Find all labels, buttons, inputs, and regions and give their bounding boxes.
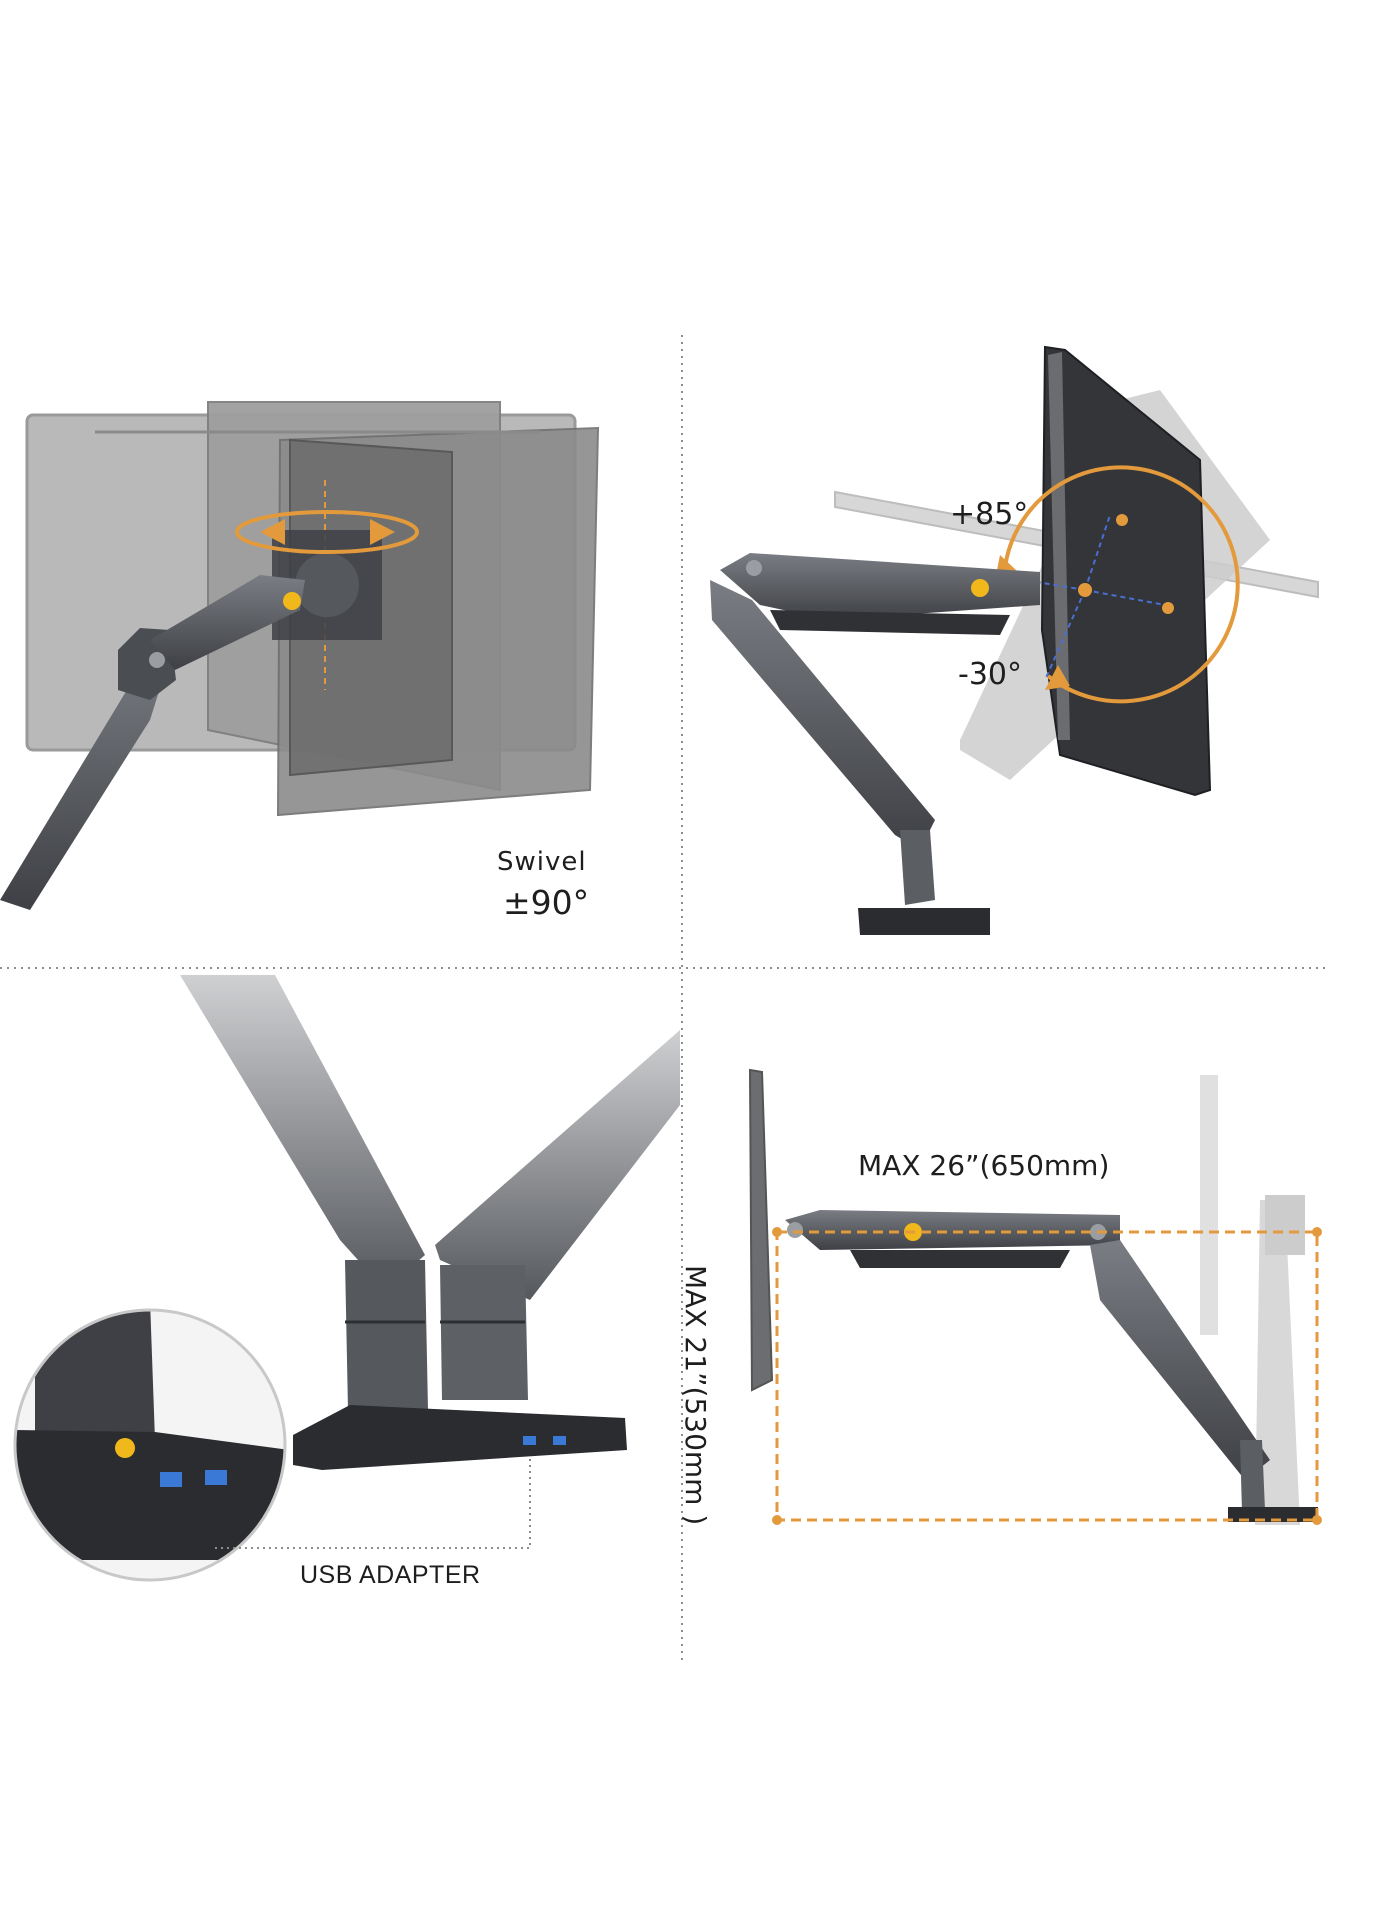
faded-arm-right <box>435 1030 680 1300</box>
range-dimension-box <box>775 1230 1319 1522</box>
usb-port-icon <box>160 1472 182 1487</box>
max-reach-label: MAX 26”(650mm) <box>858 1149 1110 1182</box>
brand-logo-icon <box>283 592 301 610</box>
usb-port-icon <box>205 1470 227 1485</box>
brand-logo-icon <box>115 1438 135 1458</box>
monitor-side <box>748 1068 774 1392</box>
usb-port-icon <box>523 1436 536 1445</box>
tilt-down-angle: -30° <box>958 657 1022 692</box>
rotation-arrow-icon <box>260 519 285 545</box>
swivel-panel <box>0 401 600 910</box>
monitor-arm <box>785 1210 1120 1250</box>
brand-logo-icon <box>971 579 989 597</box>
tilt-panel <box>710 345 1319 935</box>
rotation-arrow-icon <box>1045 665 1070 690</box>
tilt-up-angle: +85° <box>950 497 1029 532</box>
usb-adapter-label: USB ADAPTER <box>300 1561 481 1589</box>
desk-base <box>1228 1507 1318 1522</box>
desk-base <box>858 908 990 935</box>
monitor-arm <box>0 640 175 910</box>
usb-panel <box>13 975 680 1582</box>
usb-port-icon <box>553 1436 566 1445</box>
rotation-arrow-icon <box>370 519 395 545</box>
desk-base <box>293 1405 627 1470</box>
panel-dividers <box>0 335 1330 1665</box>
monitor-tilted <box>1040 345 1212 797</box>
swivel-angle: ±90° <box>503 883 590 922</box>
faded-arm-left <box>180 975 425 1290</box>
monitor-arm <box>720 553 1040 620</box>
max-height-label: MAX 21”(530mm ) <box>679 1265 712 1526</box>
swivel-title: Swivel <box>497 847 587 877</box>
range-panel <box>748 1068 1322 1525</box>
